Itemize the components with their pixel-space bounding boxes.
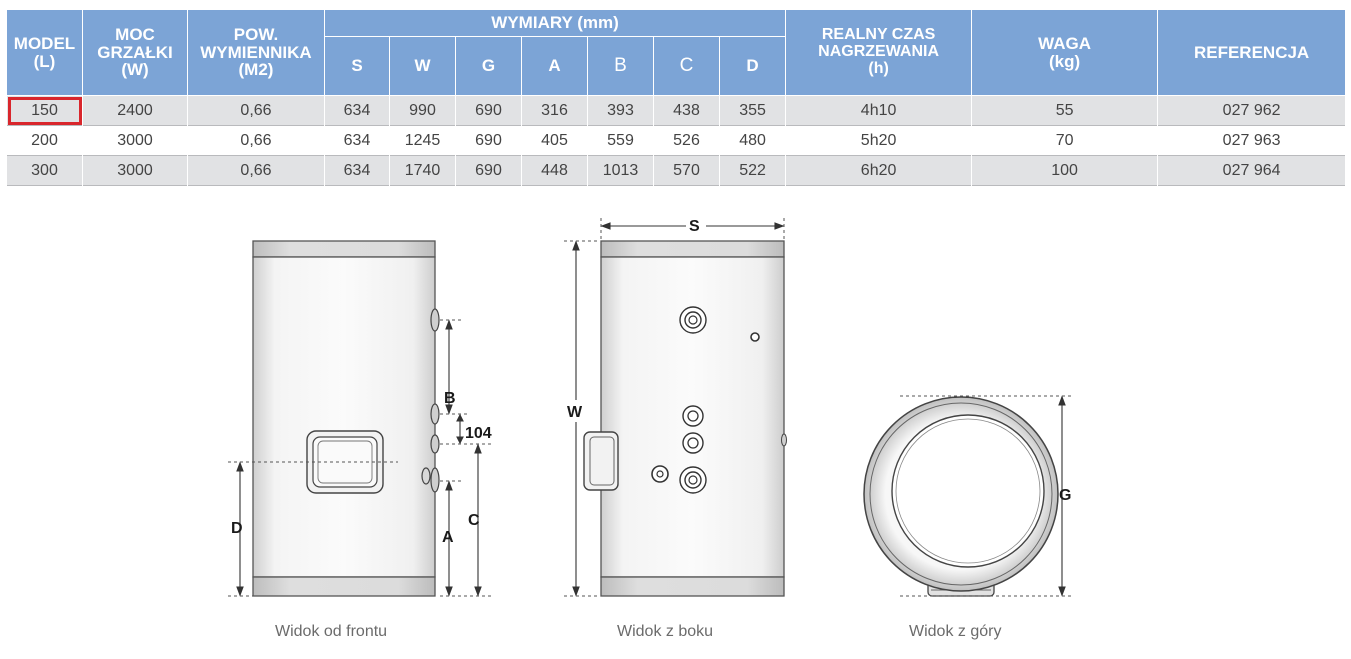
table-cell: 4h10 — [785, 95, 973, 126]
front-view-drawing: B 104 C A D — [228, 240, 492, 597]
table-cell: 690 — [455, 155, 522, 186]
table-cell: 027 962 — [1157, 95, 1347, 126]
table-cell: 393 — [587, 95, 654, 126]
table-cell: 634 — [324, 95, 390, 126]
header-dim-b: B — [587, 36, 654, 96]
table-cell: 690 — [455, 95, 522, 126]
table-cell: 634 — [324, 125, 390, 156]
table-cell: 570 — [653, 155, 720, 186]
table-cell: 300 — [6, 155, 83, 186]
table-cell: 0,66 — [187, 155, 325, 186]
table-cell: 027 964 — [1157, 155, 1347, 186]
header-dim-d: D — [718, 36, 787, 96]
table-cell: 316 — [521, 95, 588, 126]
table-cell: 1740 — [389, 155, 456, 186]
table-cell: 526 — [653, 125, 720, 156]
table-cell: 1245 — [389, 125, 456, 156]
header-dim-a: A — [521, 36, 588, 96]
header-model: MODEL(L) — [6, 9, 83, 96]
dim-label-b: B — [444, 390, 456, 407]
table-cell: 027 963 — [1157, 125, 1347, 156]
dim-label-a: A — [442, 529, 454, 546]
dim-label-c: C — [468, 512, 480, 529]
side-fittings — [651, 306, 760, 494]
table-cell: 1013 — [587, 155, 654, 186]
caption-side-view: Widok z boku — [617, 623, 714, 640]
dim-label-w: W — [567, 404, 583, 421]
header-exchanger: POW.WYMIENNIKA(M2) — [187, 9, 325, 96]
table-cell: 5h20 — [785, 125, 973, 156]
highlighted-model-cell: 150 — [6, 95, 83, 126]
table-cell: 438 — [653, 95, 720, 126]
table-cell: 3000 — [82, 125, 188, 156]
side-view-drawing: S W — [564, 218, 787, 597]
caption-top-view: Widok z góry — [909, 623, 1002, 640]
table-cell: 70 — [971, 125, 1159, 156]
header-dimensions: WYMIARY (mm) — [323, 9, 787, 37]
header-dim-g: G — [455, 36, 522, 96]
table-cell: 559 — [587, 125, 654, 156]
table-cell: 100 — [971, 155, 1159, 186]
table-cell: 200 — [6, 125, 83, 156]
caption-front-view: Widok od frontu — [275, 623, 388, 640]
table-cell: 55 — [971, 95, 1159, 126]
table-cell: 6h20 — [785, 155, 973, 186]
top-view-drawing: G — [863, 395, 1072, 597]
table-cell: 522 — [718, 155, 787, 186]
table-cell: 405 — [521, 125, 588, 156]
table-cell: 448 — [521, 155, 588, 186]
dim-label-g: G — [1059, 487, 1071, 504]
table-cell: 3000 — [82, 155, 188, 186]
header-dim-s: S — [324, 36, 390, 96]
table-cell: 355 — [718, 95, 787, 126]
table-cell: 690 — [455, 125, 522, 156]
dim-label-s: S — [689, 218, 700, 235]
table-cell: 0,66 — [187, 95, 325, 126]
table-cell: 0,66 — [187, 125, 325, 156]
header-reference: REFERENCJA — [1157, 9, 1347, 96]
front-connections — [421, 308, 440, 493]
table-cell: 480 — [718, 125, 787, 156]
dim-label-d: D — [231, 520, 243, 537]
table-cell: 990 — [389, 95, 456, 126]
table-cell: 2400 — [82, 95, 188, 126]
dim-label-104: 104 — [465, 425, 492, 442]
table-cell: 634 — [324, 155, 390, 186]
